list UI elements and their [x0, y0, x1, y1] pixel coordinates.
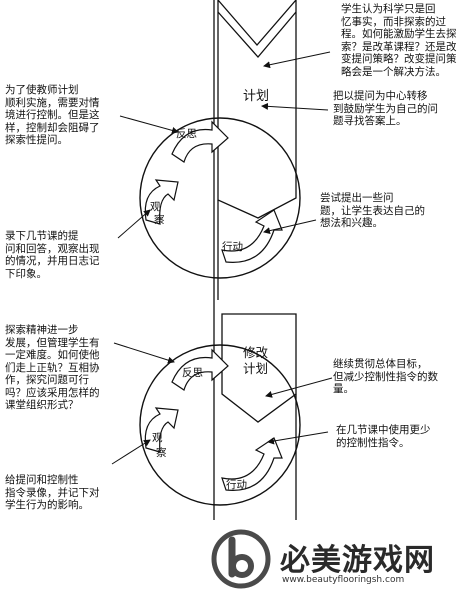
- observe-arrow-1: [144, 179, 179, 225]
- observe-label-1a: 观: [150, 201, 161, 213]
- act-arrow-1: [221, 209, 283, 263]
- revise-plan-label-2: 计划: [243, 361, 268, 376]
- note-shift-focus: 把以提问为中心转移 到鼓励学生为自己的问 题寻找答案上。: [333, 90, 438, 127]
- reflect-arrow-1: [171, 120, 229, 163]
- revise-plan-label-1: 修改: [243, 345, 269, 360]
- note-try-questions: 尝试提出一些问 题，让学生表达自己的 想法和兴趣。: [320, 192, 425, 229]
- brand-name: 必美游戏网: [280, 543, 435, 578]
- observe-label-2b: 察: [156, 446, 167, 459]
- plan-chevron-1: [217, 11, 297, 58]
- cycle-2: 修改 计划 反思 观 察 行动: [139, 313, 301, 520]
- plan-column-1: [217, 0, 297, 219]
- watermark: 必美游戏网 www.beautyflooringsh.com: [200, 523, 463, 595]
- cycle-circle-1: [139, 117, 301, 279]
- brand-url[interactable]: www.beautyflooringsh.com: [282, 575, 405, 585]
- plan-label: 计划: [243, 89, 269, 104]
- observe-label-1b: 察: [154, 213, 165, 226]
- act-label-2: 行动: [226, 478, 247, 491]
- note-fewer-commands: 在几节课中使用更少 的控制性指令。: [336, 424, 431, 449]
- reflect-label-2: 反思: [182, 367, 203, 379]
- annotation-pointers: [111, 51, 333, 465]
- observe-label-2a: 观: [152, 432, 163, 444]
- observe-arrow-2: [144, 407, 179, 453]
- revised-plan-column: [221, 313, 297, 423]
- note-video-questions: 给提问和控制性 指令录像，并记下对 学生行为的影响。: [5, 474, 100, 511]
- act-label-1: 行动: [222, 240, 243, 253]
- note-continue-goal: 继续贯彻总体目标， 但减少控制性指令的数 量。: [333, 358, 438, 395]
- note-students-view: 学生认为科学只是回 忆事实，而非探索的过 程。如何能激励学生去探 索？是改革课程…: [341, 3, 457, 78]
- brand-logo-icon: [211, 529, 271, 589]
- note-explore-spirit: 探索精神进一步 发展，但管理学生有 一定难度。如何使他 们走上正轨？互相协 作，…: [5, 324, 100, 411]
- act-arrow-2: [221, 437, 283, 491]
- note-record-lessons: 录下几节课的提 问和回答，观察出现 的情况，并用日志记 下印象。: [5, 230, 100, 280]
- cycle-1: 计划 反思 观 察 行动: [139, 0, 301, 300]
- note-control-conflict: 为了使教师计划 顺利实施，需要对情 境进行控制。但是这 样，控制却会阻碍了 探索…: [5, 84, 100, 146]
- reflect-arrow-2: [171, 348, 229, 391]
- reflect-label-1: 反思: [176, 128, 197, 140]
- cycle-circle-2: [139, 344, 301, 506]
